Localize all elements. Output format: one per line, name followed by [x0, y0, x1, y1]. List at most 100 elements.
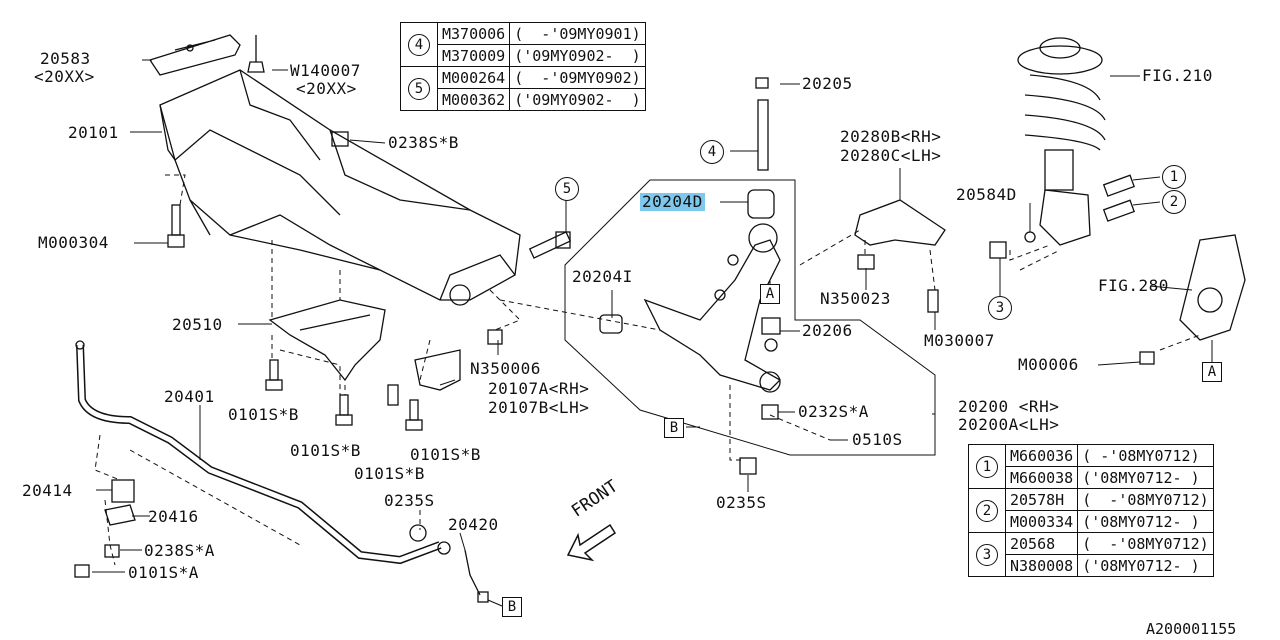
- label-fig280: FIG.280: [1098, 276, 1169, 295]
- bracket-20280: [854, 199, 946, 246]
- label-w140007: W140007: [290, 61, 361, 80]
- label-20204d: 20204D: [640, 192, 705, 211]
- label-m000304: M000304: [38, 233, 109, 252]
- table-part: M000362: [436, 88, 511, 111]
- table-part: M660038: [1004, 466, 1079, 489]
- callout-3: 3: [988, 296, 1012, 320]
- bushing-20414: [111, 479, 135, 503]
- clamp-20416: [104, 504, 136, 526]
- label-20101: 20101: [68, 123, 119, 142]
- table-part: 20568: [1004, 532, 1079, 555]
- table-range: ( -'08MY0712): [1077, 488, 1214, 511]
- label-0232sa: 0232S*A: [798, 402, 869, 421]
- table-part: M370009: [436, 44, 511, 67]
- callout-5: 5: [555, 177, 579, 201]
- label-0101sa: 0101S*A: [128, 563, 199, 582]
- label-20583: 20583: [40, 49, 91, 68]
- lower-arm-20200: [643, 223, 782, 393]
- table-key: 5: [408, 77, 430, 100]
- label-20416: 20416: [148, 507, 199, 526]
- table-part: 20578H: [1004, 488, 1079, 511]
- applicability-table-top: 4 M370006 ( -'09MY0901) M370009 ('09MY09…: [400, 22, 646, 111]
- table-row: 4 M370006 ( -'09MY0901): [400, 22, 646, 67]
- bushing-20204d: [747, 189, 775, 219]
- label-m00006: M00006: [1018, 355, 1079, 374]
- label-20280b: 20280B<RH>: [840, 127, 942, 146]
- table-range: ('09MY0902- ): [509, 88, 646, 111]
- label-20200: 20200 <RH>: [958, 397, 1060, 416]
- label-0238sb: 0238S*B: [388, 133, 459, 152]
- table-row: 1 M660036 ( -'08MY0712): [968, 444, 1214, 489]
- table-range: ( -'08MY0712): [1077, 532, 1214, 555]
- label-20107a: 20107A<RH>: [488, 379, 590, 398]
- strut-assembly-fig210: [1017, 37, 1106, 246]
- ball-joint-20206: [761, 317, 781, 352]
- table-row: 5 M000264 ( -'09MY0902): [400, 66, 646, 111]
- callout-1: 1: [1162, 165, 1186, 189]
- table-range: ('08MY0712- ): [1077, 554, 1214, 577]
- label-n350023: N350023: [820, 289, 891, 308]
- bolt-m000304: [167, 204, 185, 248]
- bracket-20510: [268, 299, 386, 382]
- crossmember-20101: [159, 69, 521, 306]
- table-range: ( -'08MY0712): [1077, 444, 1214, 467]
- table-key: 2: [976, 499, 998, 522]
- knuckle-fig280: [1179, 234, 1246, 341]
- table-row: M660038 ('08MY0712- ): [969, 466, 1214, 489]
- label-20206: 20206: [802, 321, 853, 340]
- nut-w140007: [247, 61, 265, 73]
- box-b-2: B: [502, 597, 522, 617]
- label-0235s-2: 0235S: [716, 493, 767, 512]
- table-part: M660036: [1004, 444, 1079, 467]
- label-20420: 20420: [448, 515, 499, 534]
- nut-0235s-2: [739, 457, 757, 475]
- bracket-20583: [148, 34, 241, 76]
- table-key: 3: [976, 543, 998, 566]
- label-20584d: 20584D: [956, 185, 1017, 204]
- table-range: ('09MY0902- ): [509, 44, 646, 67]
- table-row: M000362 ('09MY0902- ): [401, 88, 646, 111]
- label-0238sa: 0238S*A: [144, 541, 215, 560]
- label-20107b: 20107B<LH>: [488, 398, 590, 417]
- table-part: M000334: [1004, 510, 1079, 533]
- table-row: 2 20578H ( -'08MY0712): [968, 488, 1214, 533]
- table-part: M370006: [436, 22, 511, 45]
- table-row: N380008 ('08MY0712- ): [969, 554, 1214, 577]
- callout-4: 4: [700, 140, 724, 164]
- table-range: ('08MY0712- ): [1077, 510, 1214, 533]
- label-20204i: 20204I: [572, 267, 633, 286]
- label-0101sb-4: 0101S*B: [354, 464, 425, 483]
- label-20401: 20401: [164, 387, 215, 406]
- label-fig210: FIG.210: [1142, 66, 1213, 85]
- nut-0232sa: [761, 404, 779, 420]
- table-range: ( -'09MY0901): [509, 22, 646, 45]
- label-0510s: 0510S: [852, 430, 903, 449]
- table-range: ('08MY0712- ): [1077, 466, 1214, 489]
- label-20280c: 20280C<LH>: [840, 146, 942, 165]
- table-key: 4: [408, 33, 430, 56]
- bracket-20107: [414, 349, 461, 391]
- washer-20205: [755, 77, 769, 89]
- table-row: M000334 ('08MY0712- ): [969, 510, 1214, 533]
- label-n350006: N350006: [470, 359, 541, 378]
- table-part: N380008: [1004, 554, 1079, 577]
- label-w140007-sub: <20XX>: [296, 79, 357, 98]
- label-0235s-1: 0235S: [384, 491, 435, 510]
- box-b-1: B: [664, 418, 684, 438]
- bolt-5: [528, 231, 572, 259]
- applicability-table-bottom: 1 M660036 ( -'08MY0712) M660038 ('08MY07…: [968, 444, 1214, 577]
- label-20583-sub: <20XX>: [34, 67, 95, 86]
- bolt-4: [757, 99, 769, 171]
- label-0101sb-1: 0101S*B: [228, 405, 299, 424]
- figure-reference-code: A200001155: [1146, 620, 1237, 638]
- stabilizer-link-20420: [464, 549, 481, 596]
- box-a-2: A: [1202, 362, 1222, 382]
- table-part: M000264: [436, 66, 511, 89]
- table-row: 3 20568 ( -'08MY0712): [968, 532, 1214, 577]
- label-20510: 20510: [172, 315, 223, 334]
- label-m030007: M030007: [924, 331, 995, 350]
- nut-0238sb: [331, 131, 349, 147]
- table-row: M370009 ('09MY0902- ): [401, 44, 646, 67]
- label-20205: 20205: [802, 74, 853, 93]
